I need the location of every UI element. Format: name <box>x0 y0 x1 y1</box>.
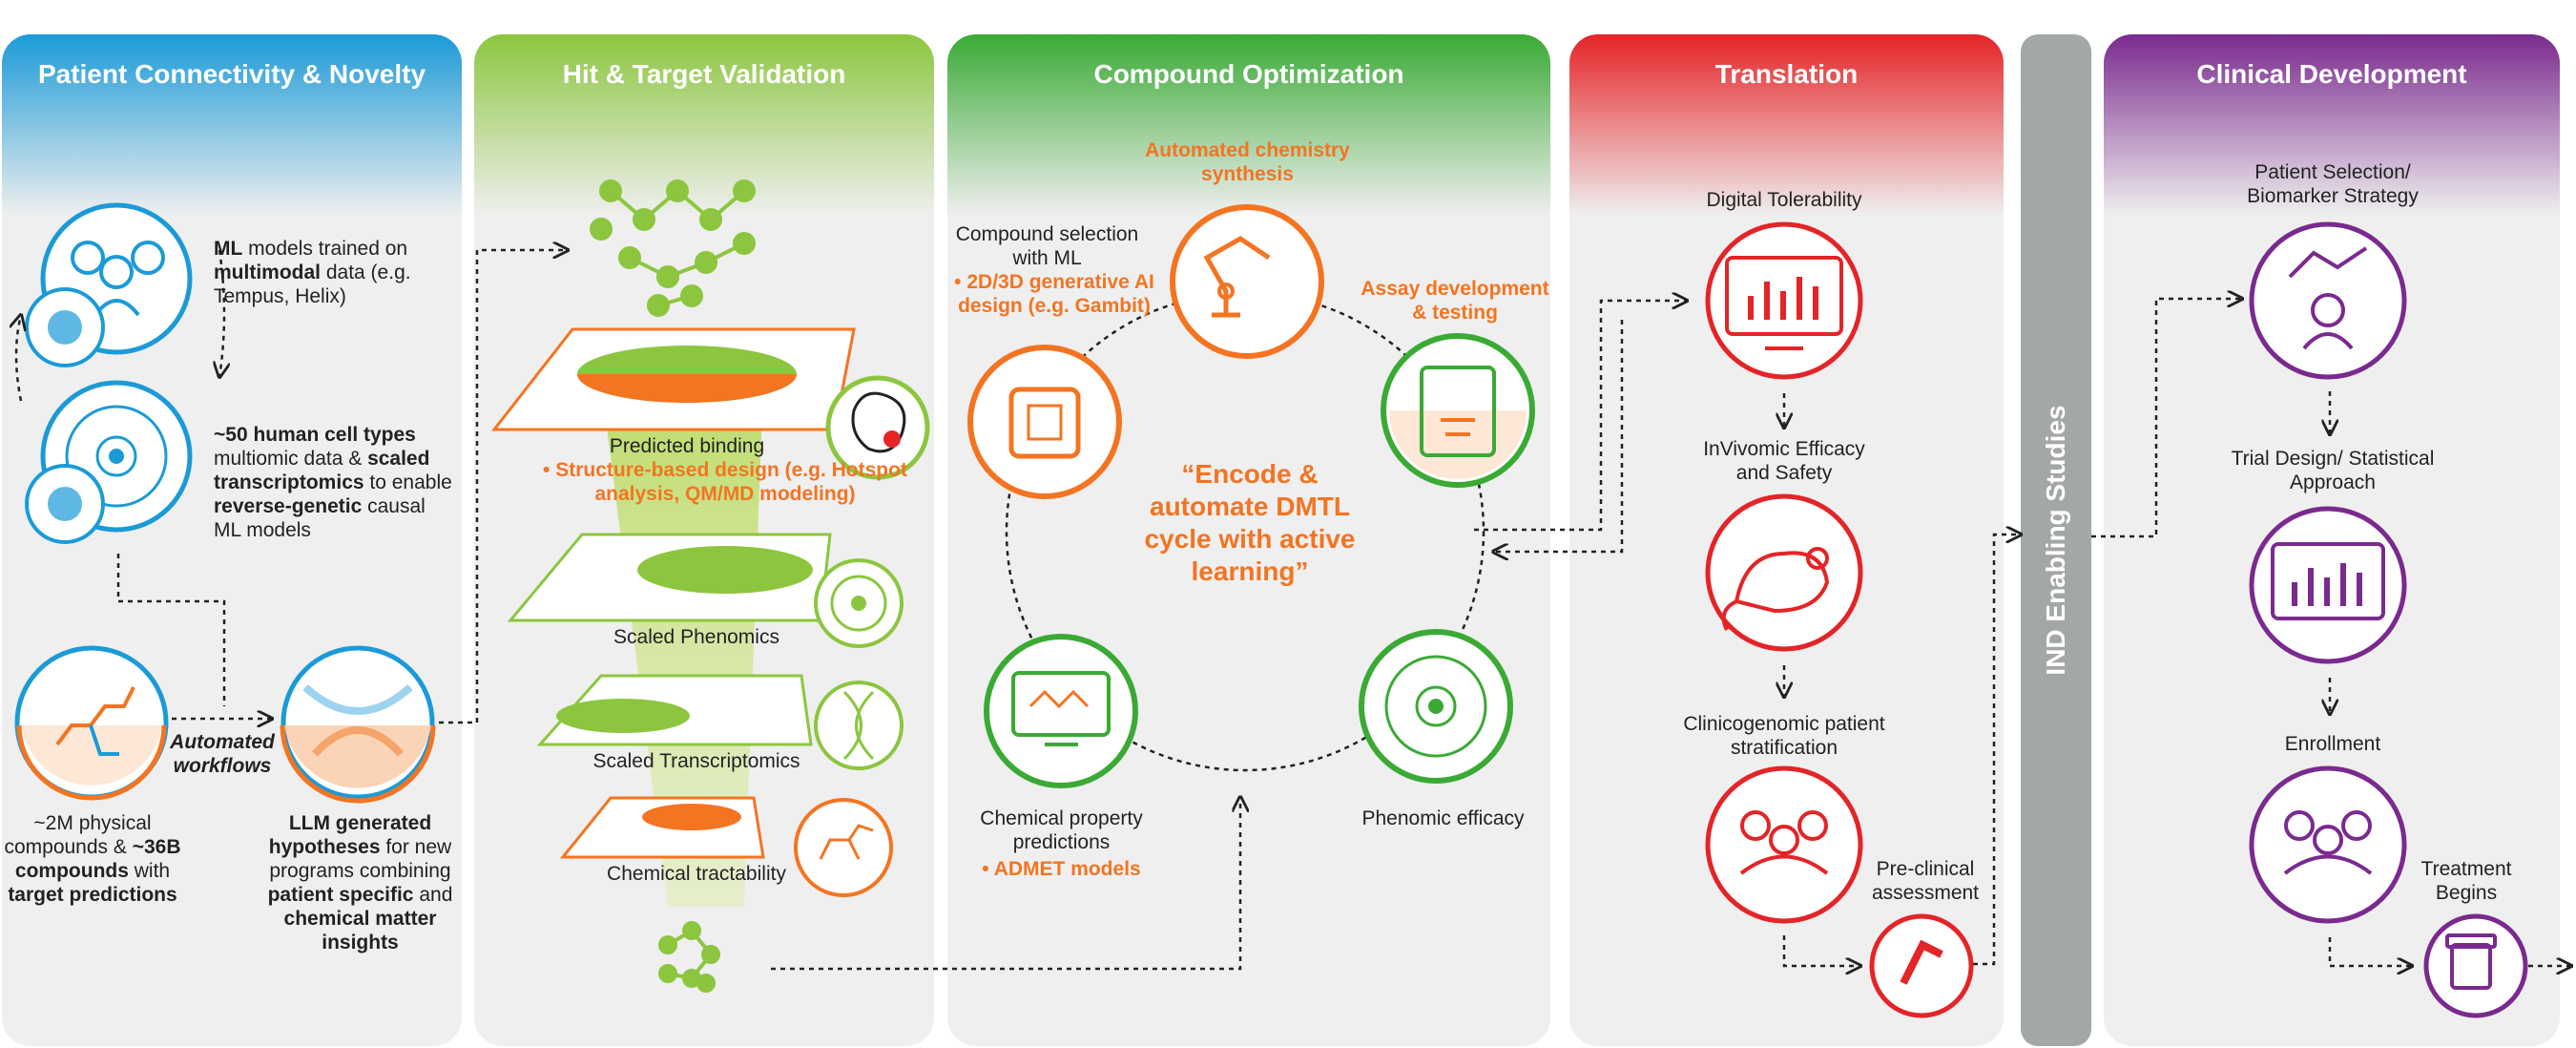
flow-arrow <box>1474 301 1687 532</box>
flow-connector <box>116 554 226 706</box>
preclinical-label: Pre-clinical assessment <box>1871 858 1980 904</box>
network-icon <box>25 287 105 367</box>
network-icon <box>25 464 105 544</box>
panel-header-gradient <box>1569 34 2004 216</box>
monitor-molecule-icon <box>984 634 1138 788</box>
patient-group-icon <box>1705 765 1863 924</box>
digital-tolerability-label: Digital Tolerability <box>1706 189 1862 211</box>
generative-design-label: • 2D/3D generative AI design (e.g. Gambi… <box>954 271 1154 317</box>
flow-arrow <box>439 250 568 724</box>
llm-hypotheses-text: LLM generated hypotheses for new program… <box>267 812 453 954</box>
funnel-shape <box>601 382 763 907</box>
preclinical-molecule-icon <box>1869 913 1974 1018</box>
predicted-binding-plane <box>490 327 856 431</box>
scaled-phenomics-plane <box>507 533 832 622</box>
compounds-text: ~2M physical compounds & ~36B compounds … <box>4 812 181 906</box>
structure-design-label: • Structure-based design (e.g. Hotspot a… <box>543 459 907 505</box>
clinicogenomic-label: Clinicogenomic patient stratification <box>1683 713 1885 759</box>
scaled-phenomics-label: Scaled Phenomics <box>613 626 779 648</box>
panel-title: Translation <box>1714 59 1859 89</box>
ind-enabling-bar <box>2021 34 2091 1046</box>
phenomic-efficacy-label: Phenomic efficacy <box>1361 807 1525 829</box>
dmtl-quote: “Encode & automate DMTL cycle with activ… <box>1144 459 1356 586</box>
panel-title: Compound Optimization <box>1093 59 1404 89</box>
dna-icon <box>814 681 904 770</box>
automated-chemistry-label: Automated chemistry synthesis <box>1145 139 1350 185</box>
dmtl-cycle-path <box>1005 291 1485 772</box>
chemical-property-label: Chemical property predictions <box>980 807 1143 853</box>
mouse-icon <box>1705 493 1863 652</box>
panel-title: Hit & Target Validation <box>562 59 846 89</box>
patient-selection-label: Patient Selection/ Biomarker Strategy <box>2247 161 2419 207</box>
compound-selection-label: Compound selection with ML <box>955 223 1139 269</box>
panel-compound-optimization: Compound Optimization <box>947 34 1550 1046</box>
ml-models-text: ML models trained on multimodal data (e.… <box>214 238 411 307</box>
flow-arrow <box>2091 299 2242 538</box>
flow-arrow <box>2328 937 2412 966</box>
panel-header-gradient <box>947 34 1550 216</box>
flow-arrow <box>1973 534 2021 966</box>
biomarker-person-icon <box>2249 221 2407 380</box>
llm-hypothesis-icon <box>280 645 436 804</box>
panel-title: Patient Connectivity & Novelty <box>37 59 426 89</box>
enrollment-label: Enrollment <box>2284 733 2381 755</box>
chemical-tractability-label: Chemical tractability <box>607 863 786 885</box>
flow-arrow <box>1493 320 1624 552</box>
admet-label: • ADMET models <box>982 858 1141 880</box>
assay-icon <box>1381 333 1535 488</box>
molecule-compound-icon <box>14 645 169 801</box>
chip-design-icon <box>967 345 1122 499</box>
panel-header-gradient <box>2104 34 2560 216</box>
panel-header-gradient <box>474 34 934 216</box>
lead-compound-icon <box>658 921 720 993</box>
molecule-tractability-icon <box>794 798 893 897</box>
monitor-chart-icon <box>1705 221 1863 380</box>
treatment-label: Treatment Begins <box>2420 858 2512 904</box>
enrollment-group-icon <box>2249 765 2407 924</box>
hit-compound-cluster-icon <box>590 179 756 317</box>
scaled-transcriptomics-plane <box>536 674 813 746</box>
flow-arrow <box>771 797 1240 971</box>
cell-phenomics-icon <box>814 558 904 648</box>
target-structure-icon <box>825 375 930 480</box>
automated-workflows-label: Automated workflows <box>170 731 275 777</box>
flow-arrow <box>1782 935 1860 966</box>
cell-types-text: ~50 human cell types multiomic data & sc… <box>214 424 452 541</box>
predicted-binding-label: Predicted binding <box>609 435 765 457</box>
medication-icon <box>2423 913 2528 1018</box>
panel-title: Clinical Development <box>2196 59 2467 89</box>
panel-header-gradient <box>2 34 462 216</box>
cycle-arrow <box>16 315 21 402</box>
trial-chart-icon <box>2249 506 2407 664</box>
trial-design-label: Trial Design/ Statistical Approach <box>2231 448 2435 493</box>
chemical-tractability-plane <box>559 796 765 859</box>
robot-arm-icon <box>1170 204 1324 359</box>
cell-efficacy-icon <box>1359 629 1513 784</box>
scaled-transcriptomics-label: Scaled Transcriptomics <box>592 750 800 772</box>
assay-development-label: Assay development & testing <box>1361 278 1549 324</box>
invivomic-label: InVivomic Efficacy and Safety <box>1703 438 1865 484</box>
